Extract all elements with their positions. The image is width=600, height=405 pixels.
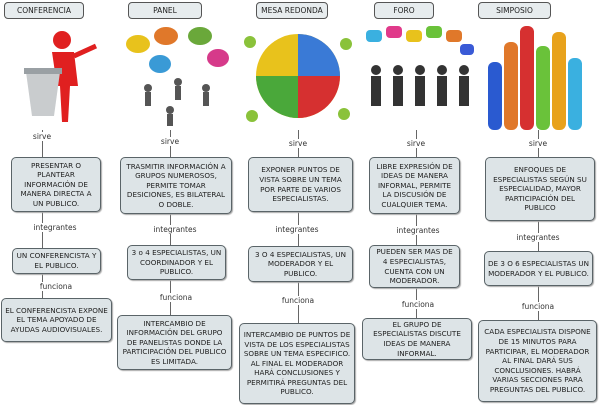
- members-box: 3 o 4 ESPECIALISTAS, UN COORDINADOR Y EL…: [127, 245, 226, 280]
- link-label-integrantes: integrantes: [395, 226, 441, 235]
- puzzle-image: [240, 22, 357, 130]
- forum-image: [360, 22, 478, 130]
- connector-line: [416, 130, 417, 320]
- link-label-sirve: sirve: [405, 139, 427, 148]
- link-label-integrantes: integrantes: [32, 223, 78, 232]
- purpose-box: EXPONER PUNTOS DE VISTA SOBRE UN TEMA PO…: [248, 157, 353, 212]
- link-label-sirve: sirve: [287, 139, 309, 148]
- panel-people-image: [120, 22, 232, 130]
- raised-hands-image: [482, 22, 595, 130]
- members-box: PUEDEN SER MAS DE 4 ESPECIALISTAS, CUENT…: [369, 245, 460, 288]
- link-label-funciona: funciona: [38, 282, 74, 291]
- link-label-funciona: funciona: [520, 302, 556, 311]
- members-box: 3 O 4 ESPECIALISTAS, UN MODERADOR Y EL P…: [248, 246, 353, 282]
- connector-line: [42, 130, 43, 300]
- purpose-box: LIBRE EXPRESIÓN DE IDEAS DE MANERA INFOR…: [369, 157, 460, 214]
- link-label-funciona: funciona: [400, 300, 436, 309]
- link-label-integrantes: integrantes: [515, 233, 561, 242]
- link-label-sirve: sirve: [159, 137, 181, 146]
- header-foro: FORO: [374, 2, 434, 19]
- connector-line: [170, 130, 171, 316]
- header-conferencia: CONFERENCIA: [4, 2, 84, 19]
- purpose-box: TRASMITIR INFORMACIÓN A GRUPOS NUMEROSOS…: [120, 157, 232, 214]
- purpose-box: ENFOQUES DE ESPECIALISTAS SEGÚN SU ESPEC…: [485, 157, 595, 221]
- link-label-funciona: funciona: [158, 293, 194, 302]
- link-label-sirve: sirve: [31, 132, 53, 141]
- header-mesa-redonda: MESA REDONDA: [256, 2, 328, 19]
- purpose-box: PRESENTAR O PLANTEAR INFORMACIÓN DE MANE…: [11, 157, 101, 212]
- function-box: EL CONFERENCISTA EXPONE EL TEMA APOYADO …: [1, 298, 112, 342]
- function-box: INTERCAMBIO DE PUNTOS DE VISTA DE LOS ES…: [239, 323, 355, 404]
- link-label-sirve: sirve: [527, 139, 549, 148]
- link-label-funciona: funciona: [280, 296, 316, 305]
- header-panel: PANEL: [128, 2, 202, 19]
- header-simposio: SIMPOSIO: [478, 2, 551, 19]
- link-label-integrantes: integrantes: [152, 225, 198, 234]
- function-box: EL GRUPO DE ESPECIALISTAS DISCUTE IDEAS …: [362, 318, 472, 360]
- speaker-podium-image: [4, 22, 118, 130]
- function-box: CADA ESPECIALISTA DISPONE DE 15 MINUTOS …: [478, 320, 597, 402]
- function-box: INTERCAMBIO DE INFORMACIÓN DEL GRUPO DE …: [117, 315, 232, 370]
- link-label-integrantes: integrantes: [274, 225, 320, 234]
- members-box: DE 3 O 6 ESPECIALISTAS UN MODERADOR Y EL…: [484, 251, 593, 286]
- connector-line: [538, 130, 539, 322]
- members-box: UN CONFERENCISTA Y EL PUBLICO.: [12, 248, 101, 274]
